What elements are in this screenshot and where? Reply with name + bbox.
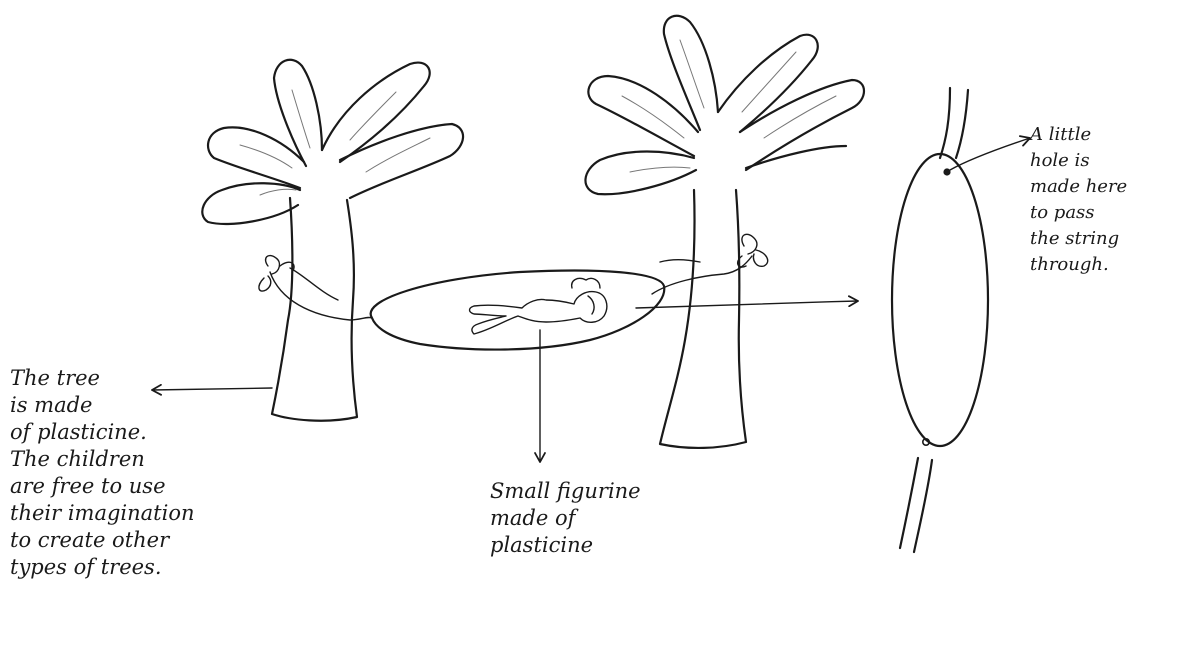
tree-annotation-line: their imagination [10,500,195,527]
figurine-body [470,292,607,334]
figurine-annotation-line: plasticine [490,532,641,559]
tree-annotation-line: are free to use [10,473,195,500]
detail-arrow [636,301,858,308]
right-tree-leaf-lower-left [588,76,698,156]
left-tree-leaf-right [340,124,463,198]
tree-annotation: The tree is made of plasticine. The chil… [10,365,195,581]
right-tree-leaf-top-left [664,16,718,130]
tree-annotation-line: to create other [10,527,195,554]
figurine-annotation: Small figurine made of plasticine [490,478,641,559]
top-string [940,88,968,158]
hammock-detail [892,88,988,552]
figurine-hair [572,278,600,314]
right-tree-leaf-lower-right [746,146,846,168]
left-tree-leaf-lower-left [208,127,304,188]
left-string [270,272,372,320]
figurine-annotation-line: made of [490,505,641,532]
tree-annotation-line: The tree [10,365,195,392]
right-knot [738,234,768,267]
figurine [470,278,607,334]
hole-arrow [950,138,1030,170]
hole-annotation-line: A little [1030,122,1127,148]
tree-annotation-line: The children [10,446,195,473]
hole-annotation-line: to pass [1030,200,1127,226]
tree-annotation-line: is made [10,392,195,419]
tree-annotation-line: of plasticine. [10,419,195,446]
figurine-annotation-line: Small figurine [490,478,641,505]
hole-annotation-line: the string [1030,226,1127,252]
hole-annotation-line: made here [1030,174,1127,200]
bottom-string [900,458,932,552]
hammock [371,271,665,350]
tree-annotation-line: types of trees. [10,554,195,581]
hole-annotation: A little hole is made here to pass the s… [1030,122,1127,278]
right-tree [585,16,864,448]
annotation-arrows [152,138,1030,462]
left-tree-trunk [272,198,357,421]
right-tree-trunk [660,190,746,448]
right-tree-leaf-left [585,152,696,195]
left-tree [202,60,463,421]
hole-annotation-line: hole is [1030,148,1127,174]
hammock-detail-shape [892,154,988,446]
left-tree-leaf-top-left [274,60,322,166]
hole-annotation-line: through. [1030,252,1127,278]
top-hole [943,168,950,175]
left-string-back [290,268,338,300]
